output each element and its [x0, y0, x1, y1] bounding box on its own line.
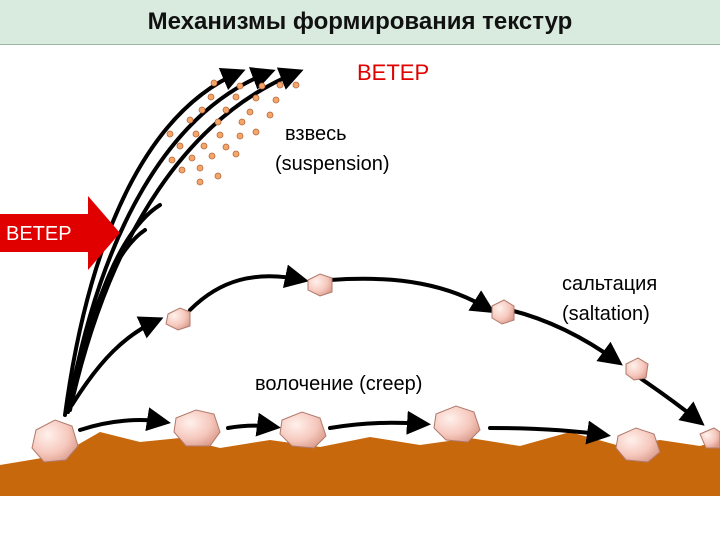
- suspended-grains: [166, 79, 300, 186]
- creep-label: волочение (creep): [255, 373, 422, 395]
- saltation-pebbles: [165, 273, 649, 381]
- pebble: [625, 357, 649, 381]
- pebble: [31, 419, 79, 463]
- pebble: [307, 273, 333, 297]
- title-bar: Механизмы формирования текстур: [0, 0, 720, 45]
- page-title: Механизмы формирования текстур: [147, 8, 573, 35]
- pebble: [699, 427, 720, 449]
- creep-arrows: [78, 407, 611, 445]
- suspension-label-en: (suspension): [275, 153, 390, 175]
- creep-pebbles: [31, 405, 720, 463]
- ground: [0, 432, 720, 496]
- pebble: [615, 427, 661, 463]
- pebble: [173, 409, 221, 447]
- saltation-label-en: (saltation): [562, 303, 650, 325]
- pebble: [491, 299, 515, 325]
- wind-label-top: ВЕТЕР: [357, 60, 429, 85]
- pebble: [433, 405, 481, 443]
- pebble: [165, 307, 191, 331]
- wind-arrow-label: ВЕТЕР: [6, 223, 72, 245]
- suspension-arrows: [63, 67, 304, 417]
- wind-arrow: ВЕТЕР: [0, 196, 120, 270]
- saltation-label: сальтация: [562, 273, 657, 295]
- pebble: [279, 411, 327, 449]
- suspension-label: взвесь: [285, 123, 347, 145]
- saltation-arrows: [70, 264, 705, 426]
